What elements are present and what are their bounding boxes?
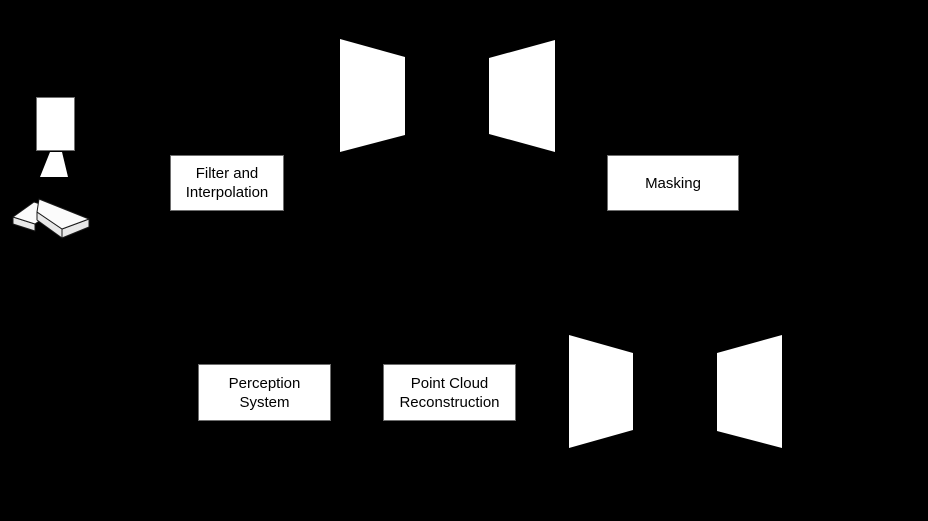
filter-interpolation-box: Filter and Interpolation: [170, 155, 284, 211]
encoder-trapezoid-bottom: [569, 335, 633, 448]
sensor-body: [36, 97, 75, 151]
encoder-trapezoid-top: [340, 39, 405, 152]
decoder-trapezoid-bottom: [717, 335, 782, 448]
lidar-sensor-icon: [36, 97, 75, 177]
filter-interpolation-label-line1: Filter and: [195, 165, 259, 182]
decoder-trapezoid-top: [489, 40, 555, 152]
point-cloud-reconstruction-label-line2: Reconstruction: [399, 393, 500, 411]
masking-box: Masking: [607, 155, 739, 211]
sensor-beam-icon: [40, 152, 68, 177]
perception-system-box: Perception System: [198, 364, 331, 421]
masking-label: Masking: [645, 174, 701, 192]
filter-interpolation-label-line2: Interpolation: [185, 184, 269, 201]
slab-front-top: [36, 198, 90, 230]
point-cloud-reconstruction-label-line1: Point Cloud: [410, 374, 489, 392]
point-cloud-layers-icon: [12, 198, 90, 239]
perception-system-label-line2: System: [239, 393, 290, 411]
point-cloud-reconstruction-box: Point Cloud Reconstruction: [383, 364, 516, 421]
perception-system-label-line1: Perception: [228, 374, 301, 392]
